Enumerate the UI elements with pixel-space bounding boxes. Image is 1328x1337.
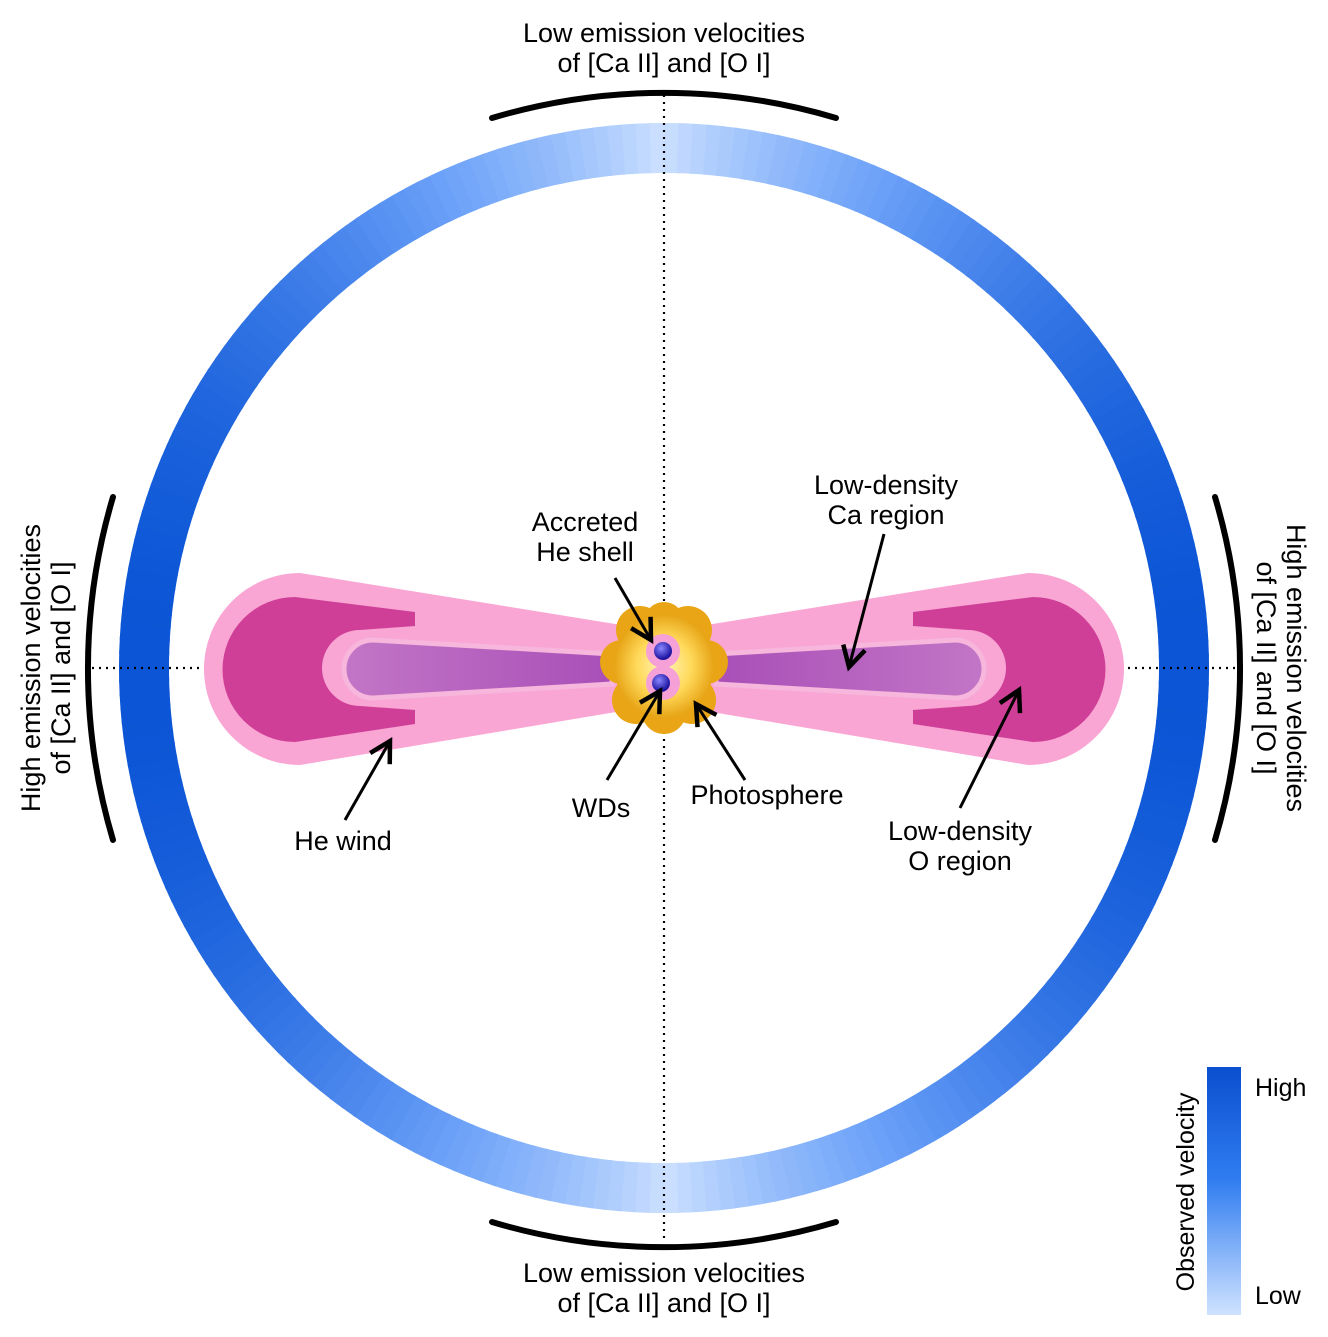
colorbar-gradient — [1207, 1067, 1241, 1315]
top-bracket — [489, 89, 839, 121]
wds-label: WDs — [572, 793, 630, 823]
accreted-he-shell-label-line2: He shell — [536, 537, 634, 567]
colorbar-low-label: Low — [1255, 1282, 1302, 1310]
accreted-he-shell-label-line1: Accreted — [532, 507, 639, 537]
white-dwarf-lower — [652, 674, 670, 692]
photosphere-label: Photosphere — [690, 780, 843, 810]
he-wind-arrow — [343, 741, 390, 821]
ca-region-arrow — [849, 533, 886, 667]
colorbar-high-label: High — [1255, 1074, 1306, 1102]
left-low-density-ca-region — [341, 637, 615, 701]
right-label-line1: High emission velocities — [1281, 524, 1311, 812]
left-label-line1: High emission velocities — [16, 524, 46, 812]
bottom-bracket — [489, 1219, 839, 1251]
left-label-line2: of [Ca II] and [O I] — [46, 561, 76, 774]
left-ejecta-lobe — [204, 573, 640, 765]
o-region-label-line1: Low-density — [888, 816, 1033, 846]
left-low-density-o-region — [222, 597, 415, 742]
o-region-label-line2: O region — [908, 846, 1012, 876]
top-label-line1: Low emission velocities — [523, 18, 805, 48]
velocity-colorbar: High Low Observed velocity — [1172, 1067, 1306, 1315]
o-region-arrow — [958, 690, 1019, 809]
left-bracket — [84, 494, 116, 843]
wds-arrow — [605, 691, 660, 781]
right-label-line2: of [Ca II] and [O I] — [1251, 561, 1281, 774]
accreted-he-shell-arrow — [613, 577, 651, 640]
ca-region-label-line1: Low-density — [814, 470, 959, 500]
right-ejecta-lobe — [688, 573, 1124, 765]
he-wind-label: He wind — [294, 826, 392, 856]
velocity-ring — [118, 122, 1209, 1213]
colorbar-title: Observed velocity — [1172, 1092, 1200, 1291]
right-bracket — [1212, 494, 1244, 843]
photosphere-arrow — [696, 704, 747, 781]
ca-region-label-line2: Ca region — [827, 500, 944, 530]
right-low-density-o-region — [913, 597, 1106, 742]
white-dwarf-upper — [654, 642, 672, 660]
bottom-label-line2: of [Ca II] and [O I] — [557, 1288, 770, 1318]
top-label-line2: of [Ca II] and [O I] — [557, 48, 770, 78]
bottom-label-line1: Low emission velocities — [523, 1258, 805, 1288]
